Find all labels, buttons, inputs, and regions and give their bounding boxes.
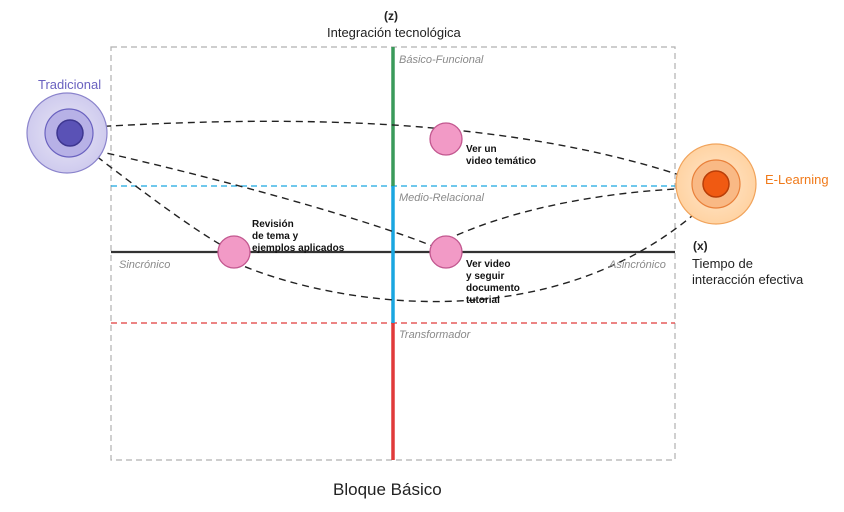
z-axis-title: Integración tecnológica xyxy=(327,25,461,40)
link-traditional-to-revision xyxy=(77,141,235,253)
link-traditional-to-elearning xyxy=(91,120,706,186)
traditional-node xyxy=(26,92,108,174)
level-medium-label: Medio-Relacional xyxy=(399,192,484,204)
revision-label: Revisión de tema y ejemplos aplicados xyxy=(252,219,345,254)
elearning-label: E-Learning xyxy=(765,172,829,187)
elearning-node xyxy=(675,143,757,225)
video-tematico-node xyxy=(429,122,463,156)
block-title: Bloque Básico xyxy=(333,480,442,499)
traditional-label: Tradicional xyxy=(38,77,102,92)
x-axis-tag: (x) xyxy=(693,239,708,253)
async-label: Asincrónico xyxy=(609,259,666,271)
link-video-tutorial-to-elearning xyxy=(445,182,704,241)
video-tutorial-label: Ver video y seguir documento tutorial xyxy=(466,259,520,306)
link-revision-to-elearning xyxy=(233,196,715,303)
z-axis-tag: (z) xyxy=(384,9,398,23)
video-tematico-label: Ver un video temático xyxy=(466,144,537,167)
x-axis-title: Tiempo de interacción efectiva xyxy=(692,256,804,288)
level-basic-label: Básico-Funcional xyxy=(399,54,484,66)
link-traditional-to-video-tutorial xyxy=(83,147,447,253)
revision-node xyxy=(217,235,251,269)
sync-label: Sincrónico xyxy=(119,259,171,271)
level-transform-label: Transformador xyxy=(399,329,471,341)
video-tutorial-node xyxy=(429,235,463,269)
